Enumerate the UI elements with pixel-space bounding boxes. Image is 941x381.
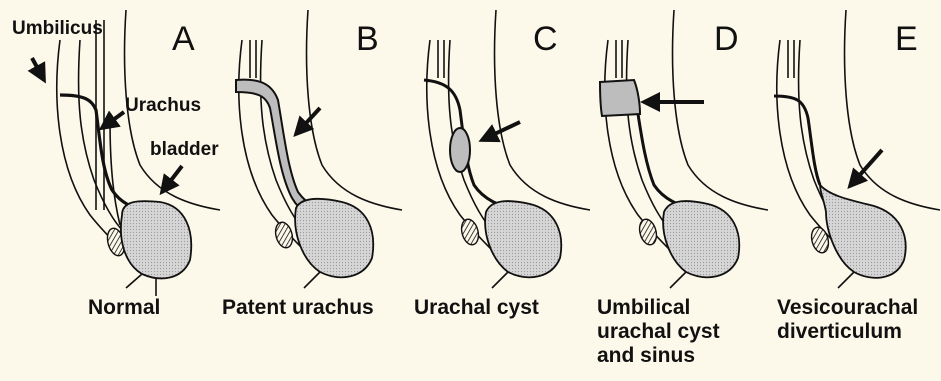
arrow-patent-urachus [296,108,320,134]
hatched-structure [637,217,659,246]
abdominal-wall-inner [79,40,124,232]
bladder-shape [295,199,373,277]
label-umbilicus: Umbilicus [12,18,103,40]
urachal-cyst [450,128,470,172]
bladder-shape [121,201,191,278]
abdominal-wall-outer [605,40,670,250]
urethra-line [304,272,320,288]
panel-letter-c: C [533,22,558,56]
abdominal-wall-inner [627,40,672,232]
vas-line [110,120,120,225]
label-bladder: bladder [150,139,219,161]
urethra-line [126,274,142,288]
urethra-line [670,272,686,288]
arrow-bladder [162,166,182,192]
arrow-diverticulum [850,150,882,186]
panel-letter-e: E [895,22,918,56]
hatched-structure [459,217,481,246]
caption-vesicourachal-diverticulum: Vesicourachal diverticulum [777,296,918,344]
diverticulum-bladder [820,185,906,278]
panel-d-umbilical-urachal-sinus-drawing [588,0,776,300]
panel-letter-b: B [356,22,379,56]
urethra-line [838,272,854,288]
bladder-shape [485,201,561,277]
caption-urachal-cyst: Urachal cyst [414,296,539,320]
hatched-structure [273,220,295,249]
caption-umbilical-urachal-cyst-and-sinus: Umbilical urachal cyst and sinus [597,296,720,368]
abdominal-wall-outer [57,40,122,250]
umbilical-sinus [600,80,640,116]
panel-letter-a: A [172,22,195,56]
urethra-line [492,272,508,288]
arrow-urachus [102,112,124,128]
panel-c-urachal-cyst-drawing [400,0,588,300]
caption-normal: Normal [88,296,160,320]
bladder-shape [663,201,739,277]
arrow-umbilicus [32,58,44,80]
peritoneum-line [845,10,940,210]
caption-patent-urachus: Patent urachus [222,296,374,320]
arrow-urachal-cyst [482,122,520,140]
label-urachus: Urachus [125,95,201,117]
panel-letter-d: D [714,22,739,56]
